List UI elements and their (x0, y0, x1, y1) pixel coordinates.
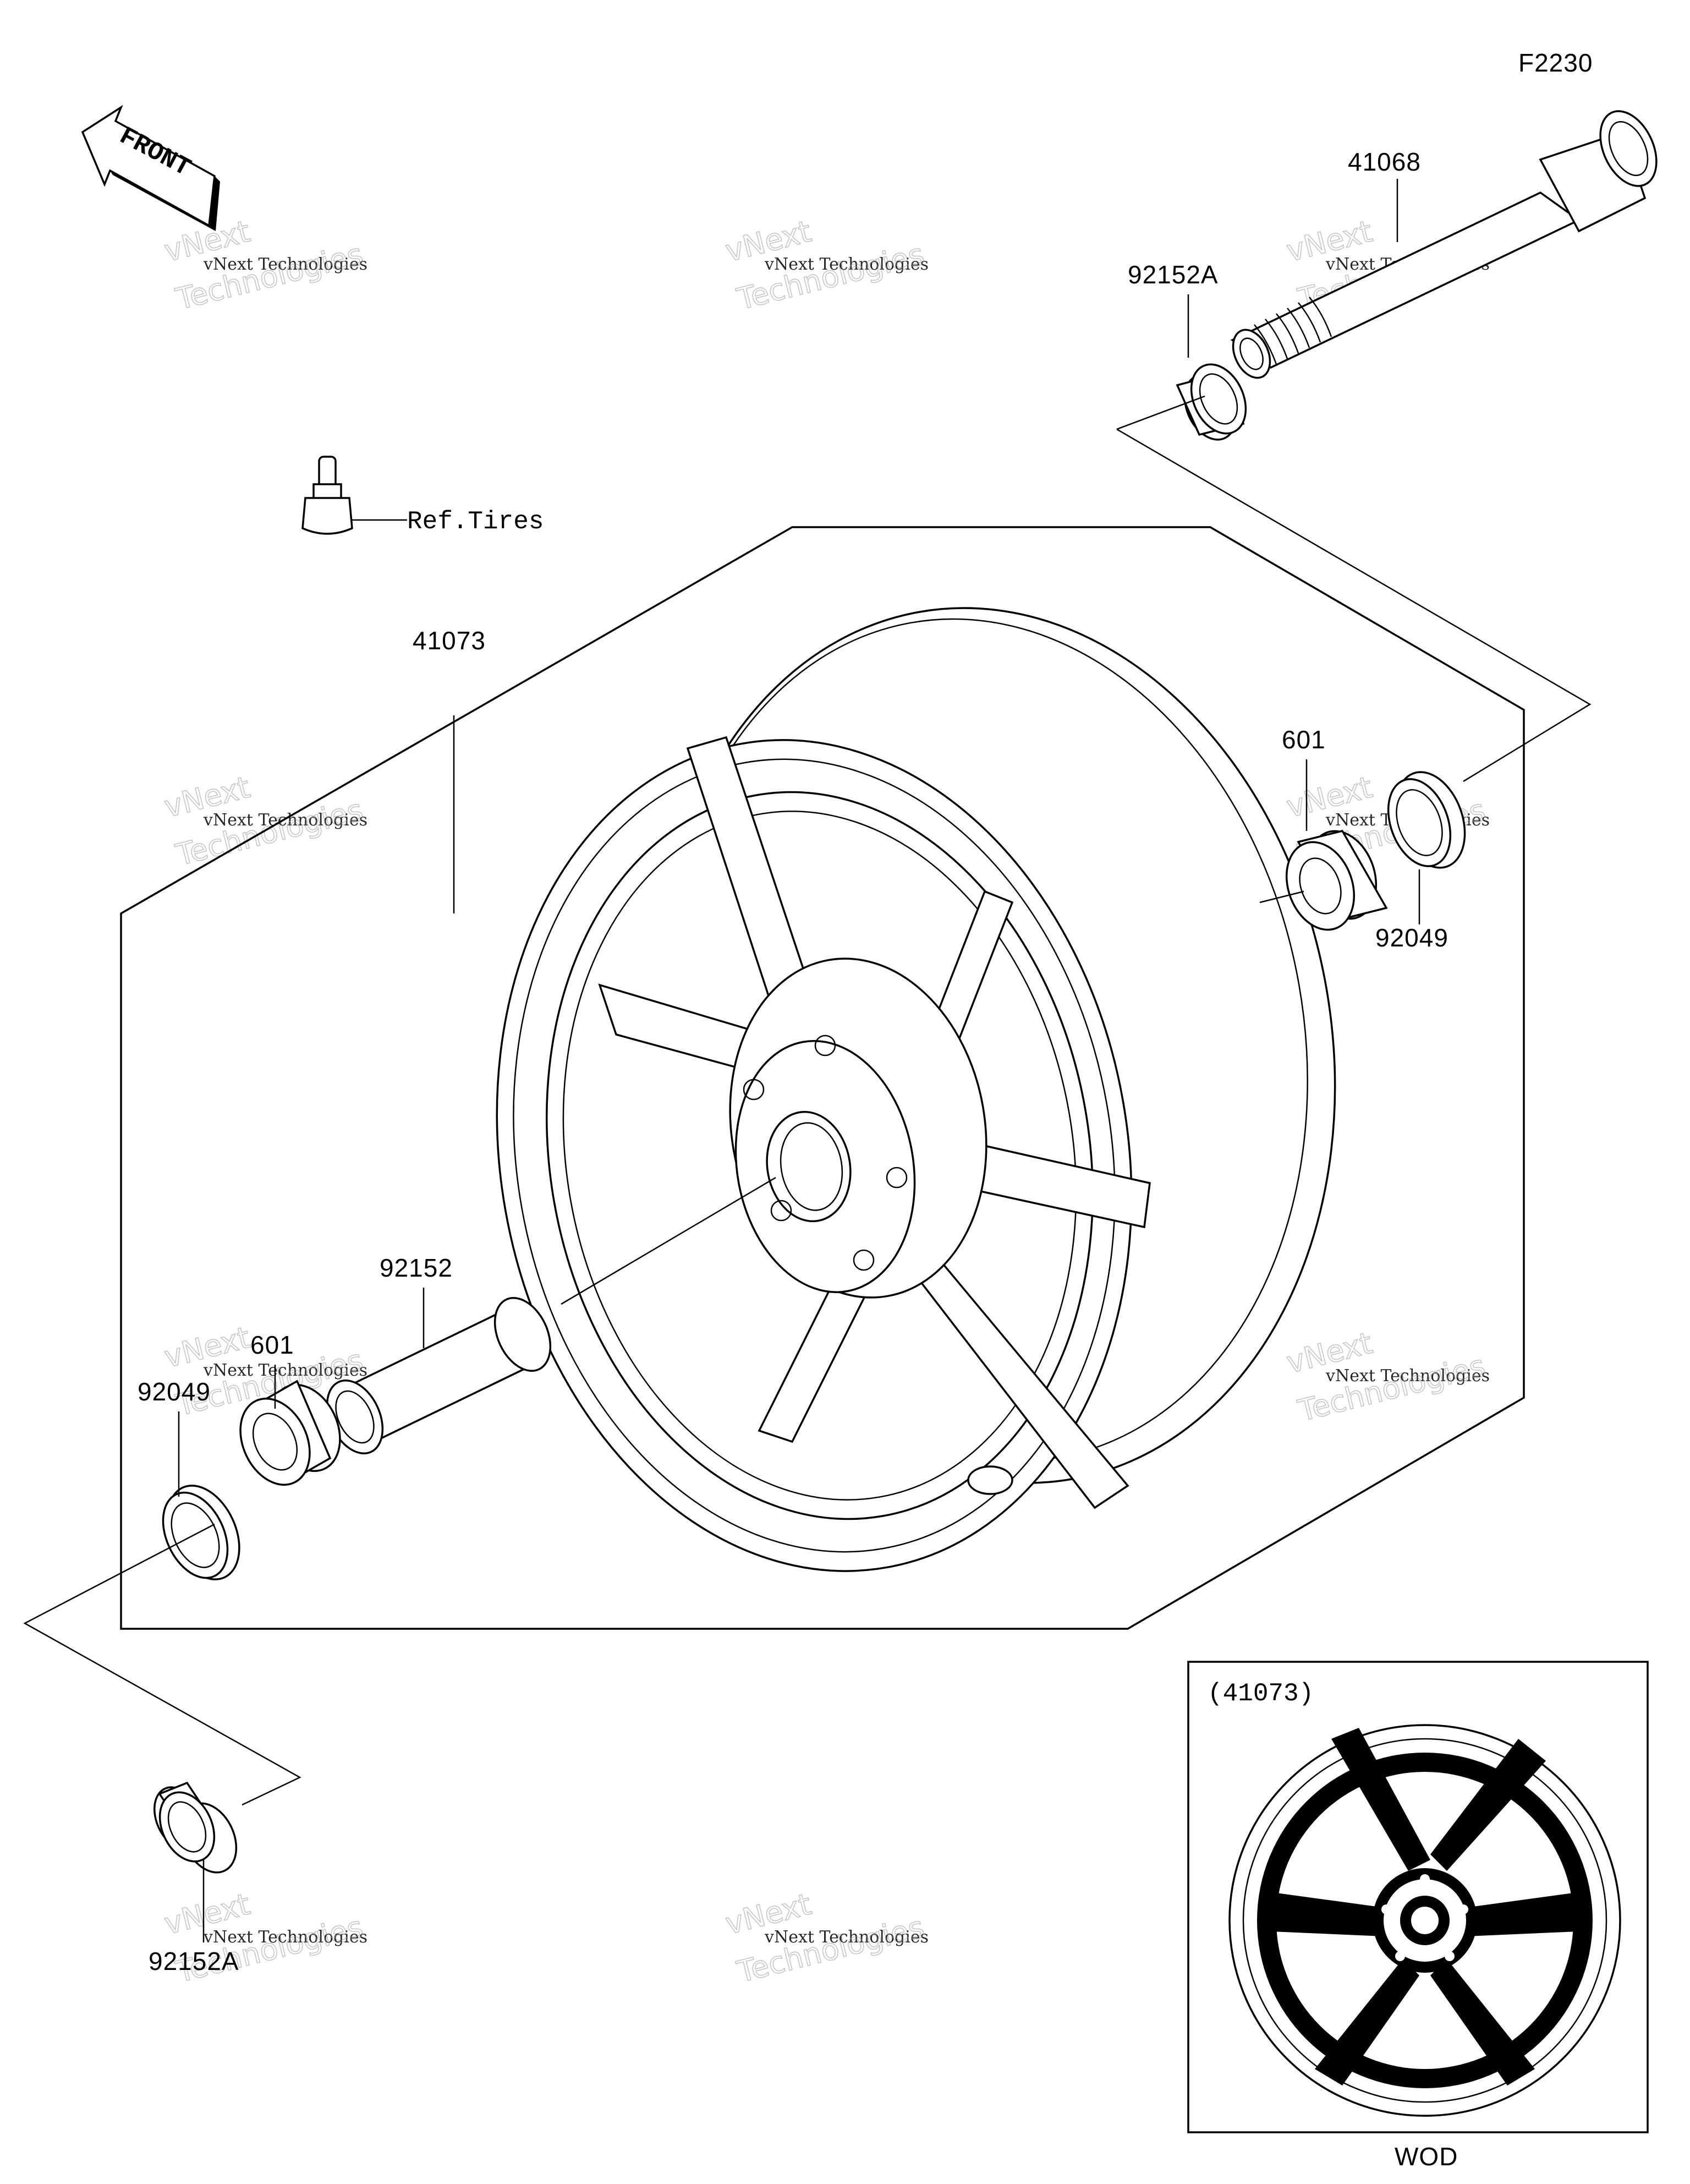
collar-right-part[interactable] (1175, 355, 1256, 448)
diagram-code: F2230 (1518, 48, 1593, 77)
watermark-text: vNext Technologies (203, 1361, 367, 1380)
bearing-left-part[interactable] (227, 1373, 353, 1496)
label-41073: 41073 (413, 626, 486, 655)
seal-right-part[interactable] (1377, 763, 1477, 878)
wheel-part[interactable] (433, 554, 1403, 1622)
label-92152A-right: 92152A (1128, 260, 1219, 289)
seal-left-part[interactable] (150, 1474, 253, 1591)
watermark-text: vNext Technologies (203, 811, 367, 830)
watermark-text: vNext Technologies (764, 255, 929, 274)
inset-panel: (41073) WOD (1187, 1661, 1649, 2171)
label-92152: 92152 (380, 1254, 453, 1282)
bearing-right-part[interactable] (1275, 822, 1388, 939)
assembly-frame (120, 526, 1525, 1630)
front-arrow-icon: FRONT (81, 105, 220, 231)
label-601-right: 601 (1282, 725, 1326, 754)
watermark-text: vNext Technologies (764, 1928, 929, 1947)
label-92049-left: 92049 (138, 1377, 211, 1406)
axle-part[interactable] (1226, 102, 1667, 384)
watermark-text: vNext Technologies (203, 1928, 367, 1947)
valve-stem-icon (301, 456, 353, 535)
inset-wheel-icon (1228, 1724, 1621, 2117)
ref-tires-label: Ref.Tires (407, 507, 544, 536)
label-41068: 41068 (1348, 147, 1421, 176)
inset-caption: WOD (1395, 2142, 1458, 2171)
inset-title: (41073) (1208, 1679, 1314, 1708)
watermark-text: vNext Technologies (203, 255, 367, 274)
label-92152A-left: 92152A (149, 1947, 239, 1975)
label-92049-right: 92049 (1375, 923, 1448, 952)
spacer-part[interactable] (316, 1289, 562, 1463)
collar-left-part[interactable] (145, 1780, 246, 1881)
watermark-text: vNext Technologies (1325, 1366, 1490, 1386)
label-601-left: 601 (250, 1331, 294, 1359)
